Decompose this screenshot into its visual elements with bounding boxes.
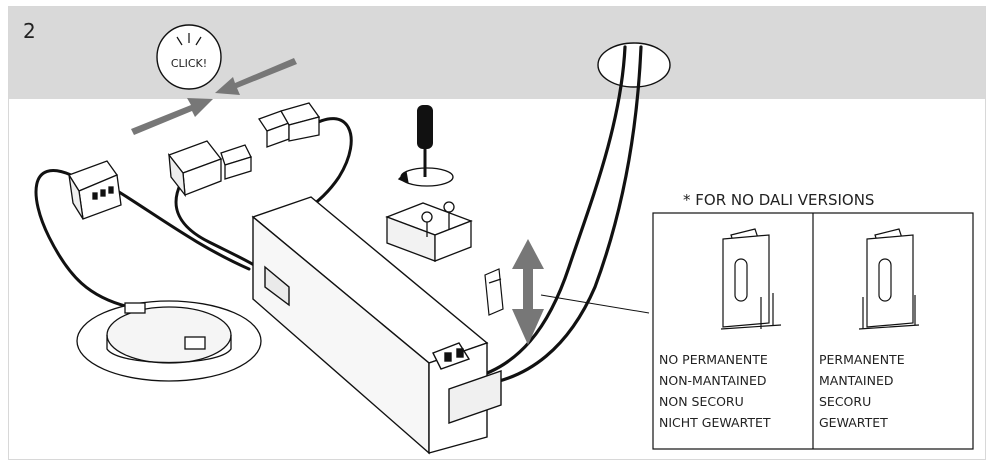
screwdriver-icon — [417, 105, 433, 177]
push-arrows-icon — [131, 58, 297, 135]
jumper-non-maintained-icon — [720, 228, 782, 330]
option-right-line-4: GEWARTET — [819, 415, 888, 430]
rotate-arrow-icon — [397, 167, 454, 187]
jumper-icon — [484, 268, 504, 316]
emergency-unit-box — [251, 196, 502, 455]
option-right-line-2: MANTAINED — [819, 373, 893, 388]
instruction-frame: 2 CLICK! — [8, 6, 986, 460]
connector-male-icon — [258, 102, 321, 148]
step-number: 2 — [23, 19, 36, 43]
jumper-maintained-icon — [858, 228, 920, 330]
double-arrow-icon — [512, 239, 544, 345]
ceiling-hole — [597, 42, 671, 88]
leader-line — [540, 294, 650, 314]
option-left-line-1: NO PERMANENTE — [659, 352, 768, 367]
option-right-line-1: PERMANENTE — [819, 352, 905, 367]
connector-female-icon — [167, 140, 252, 198]
mains-cables — [467, 45, 643, 387]
mounting-bracket-icon — [385, 201, 473, 262]
option-left-line-2: NON-MANTAINED — [659, 373, 767, 388]
click-text: CLICK! — [171, 57, 207, 70]
option-left-line-3: NON SECORU — [659, 394, 744, 409]
option-right-line-3: SECORU — [819, 394, 871, 409]
connector-icon — [68, 160, 122, 220]
installation-illustration: CLICK! — [34, 24, 974, 455]
luminaire-icon — [76, 300, 262, 382]
note-title: * FOR NO DALI VERSIONS — [683, 191, 874, 209]
click-badge-icon: CLICK! — [156, 24, 222, 90]
option-left-line-4: NICHT GEWARTET — [659, 415, 771, 430]
